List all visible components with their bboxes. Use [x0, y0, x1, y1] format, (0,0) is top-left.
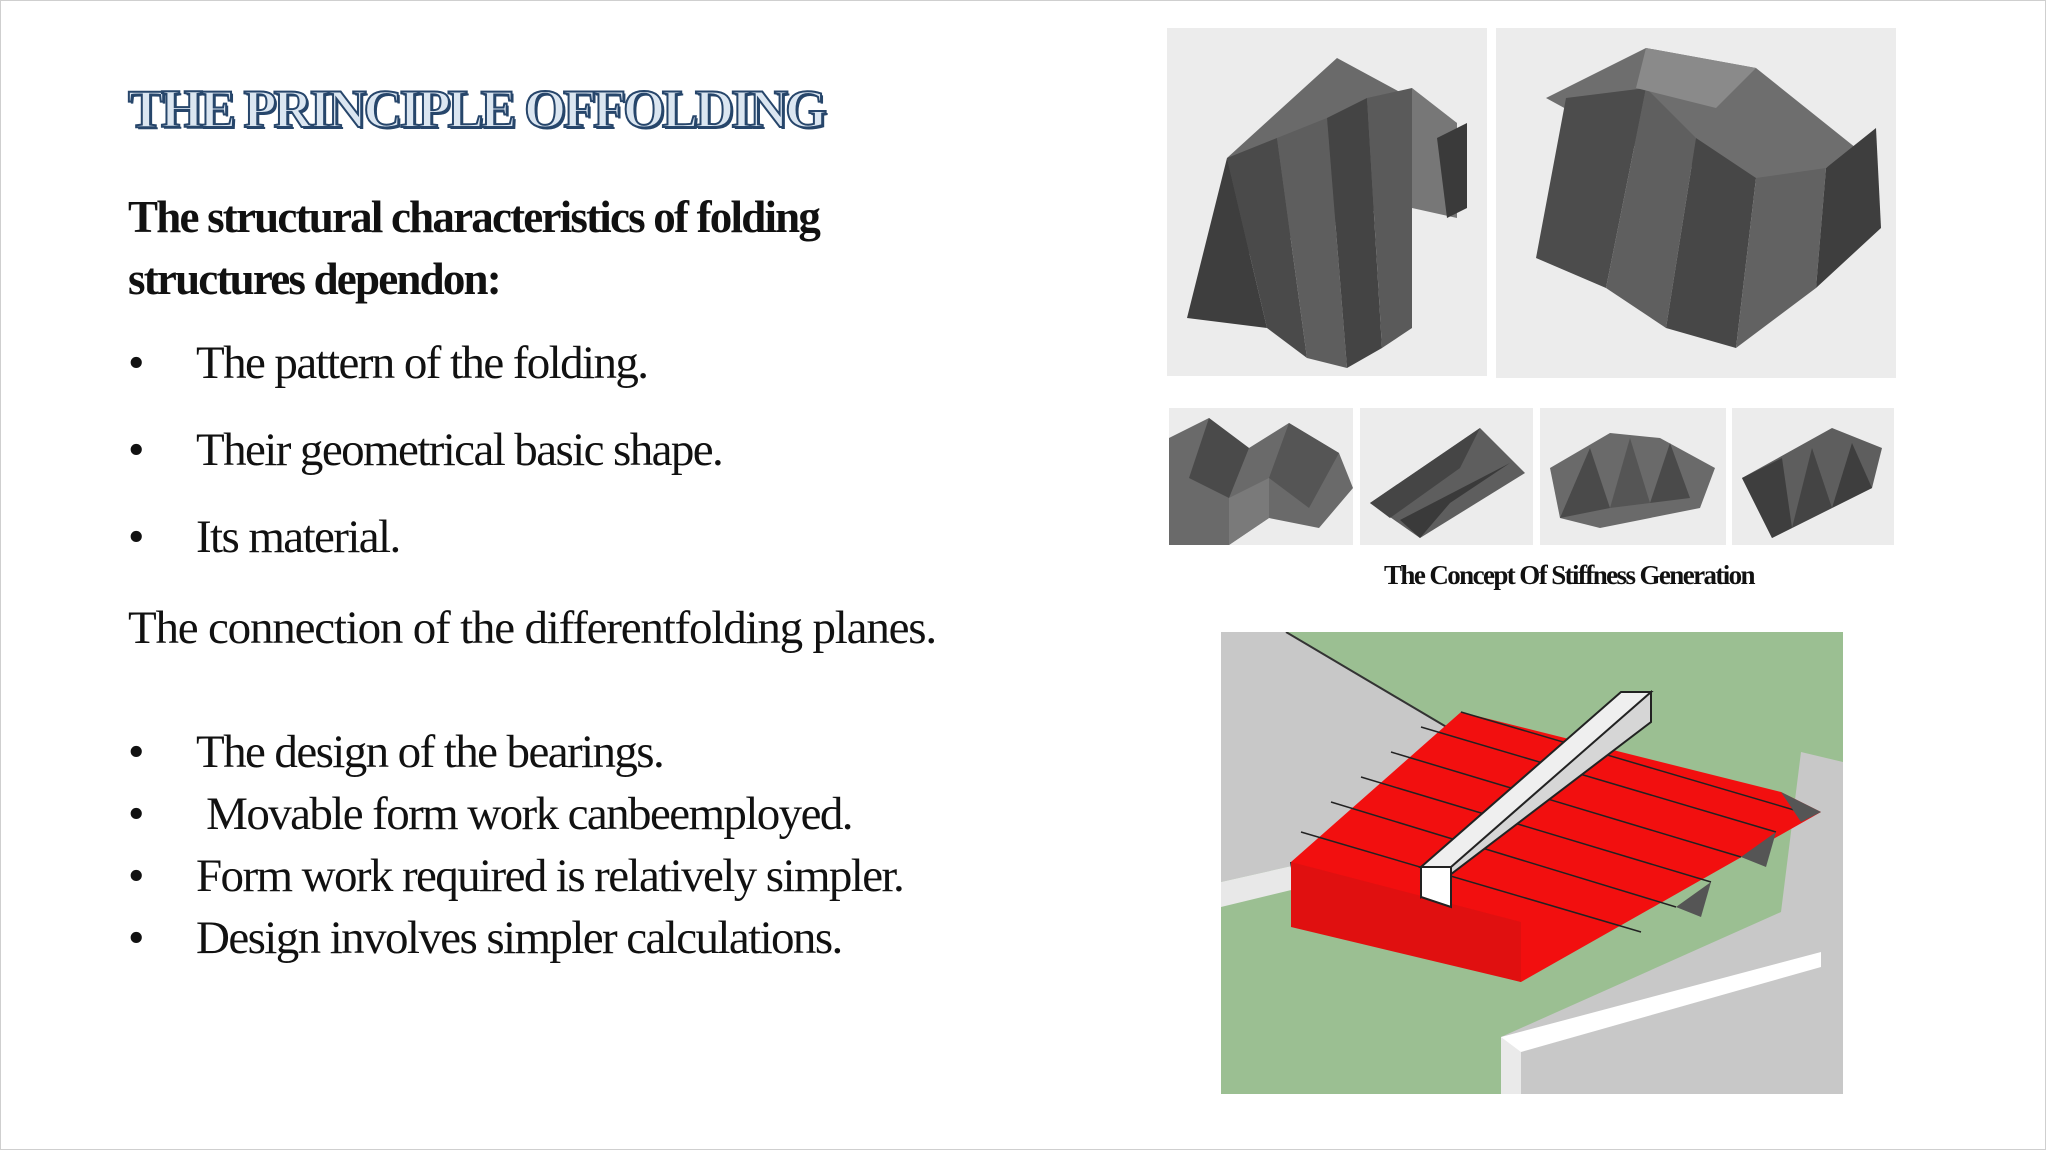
- list-item-text: Its material.: [196, 511, 401, 563]
- list-item-text: Movable form work canbeemployed.: [196, 788, 853, 840]
- list-item: • Form work required is relatively simpl…: [128, 849, 1028, 911]
- slide-title: THE PRINCIPLE OFFOLDING: [127, 78, 828, 140]
- folded-paper-photo-small-1: [1169, 408, 1353, 545]
- list-item-text: Design involves simpler calculations.: [196, 912, 843, 964]
- bullet-icon: •: [128, 337, 144, 389]
- list-item: • Its material.: [128, 510, 1028, 597]
- list-item-text: The design of the bearings.: [196, 726, 665, 778]
- folded-plate-diagram: [1221, 632, 1843, 1094]
- bullet-icon: •: [128, 912, 144, 964]
- folded-paper-photo-small-4: [1732, 408, 1894, 545]
- bullet-icon: •: [128, 788, 144, 840]
- bullet-icon: •: [128, 424, 144, 476]
- list-item-text: Form work required is relatively simpler…: [196, 850, 905, 902]
- list-item-text: The pattern of the folding.: [196, 337, 649, 389]
- folded-paper-photo-large-2: [1496, 28, 1896, 378]
- bullet-list-primary: • The pattern of the folding. • Their ge…: [128, 336, 1028, 597]
- list-item: • Movable form work canbeemployed.: [128, 787, 1028, 849]
- list-item: • The pattern of the folding.: [128, 336, 1028, 423]
- folded-paper-photo-large-1: [1167, 28, 1487, 376]
- list-item: • Their geometrical basic shape.: [128, 423, 1028, 510]
- list-item: • Design involves simpler calculations.: [128, 911, 1028, 973]
- bullet-list-secondary: • The design of the bearings. • Movable …: [128, 725, 1028, 973]
- folded-paper-photo-small-3: [1540, 408, 1726, 545]
- list-item: • The design of the bearings.: [128, 725, 1028, 787]
- figure-caption: The Concept Of Stiffness Generation: [1384, 560, 1756, 590]
- folded-paper-photo-small-2: [1360, 408, 1533, 545]
- bullet-icon: •: [128, 850, 144, 902]
- bullet-icon: •: [128, 511, 144, 563]
- intro-text: The structural characteristics of foldin…: [128, 192, 821, 304]
- list-item-text: Their geometrical basic shape.: [196, 424, 724, 476]
- bullet-icon: •: [128, 726, 144, 778]
- connection-text: The connection of the differentfolding p…: [128, 602, 937, 654]
